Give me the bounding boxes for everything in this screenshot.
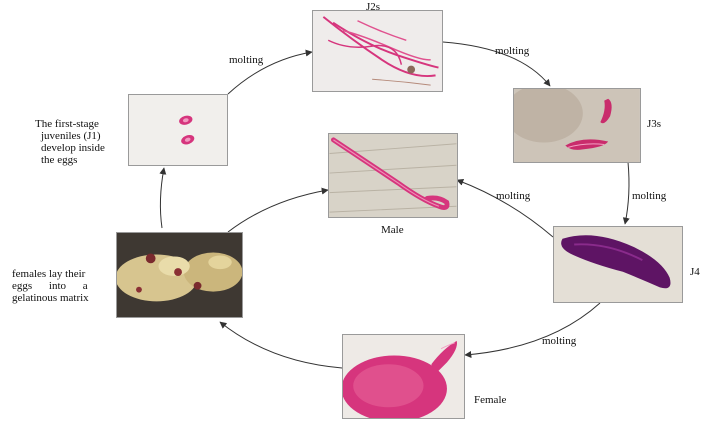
label-female: Female — [474, 394, 506, 407]
photo-male — [328, 133, 458, 218]
note-j1-line1: The first-stage — [35, 118, 105, 130]
arrow-eggs-to-j1 — [160, 168, 164, 228]
photo-female — [342, 334, 465, 419]
arrow-eggs-to-male — [228, 190, 328, 232]
note-j1-line3: develop inside — [35, 142, 105, 154]
label-molting-j2-j3: molting — [495, 45, 529, 58]
note-j1: The first-stage juveniles (J1) develop i… — [35, 118, 105, 166]
label-j2s: J2s — [366, 1, 380, 14]
arrow-j3s-to-j4 — [625, 162, 629, 224]
arrow-female-to-eggs — [220, 322, 342, 368]
label-male: Male — [381, 224, 404, 237]
photo-j4 — [553, 226, 683, 303]
note-j1-line2: juveniles (J1) — [35, 130, 105, 142]
note-eggs: females lay their eggs into a gelatinous… — [12, 268, 89, 304]
note-eggs-line3: gelatinous matrix — [12, 292, 89, 304]
photo-j2s — [312, 10, 443, 92]
label-molting-j1-j2: molting — [229, 54, 263, 67]
label-molting-j3-j4: molting — [632, 190, 666, 203]
photo-egg-mass — [116, 232, 243, 318]
note-eggs-line1: females lay their — [12, 268, 89, 280]
arrow-j4-to-female — [465, 303, 600, 355]
photo-j3s — [513, 88, 641, 163]
label-molting-j4-female: molting — [542, 335, 576, 348]
label-j3s: J3s — [647, 118, 661, 131]
photo-j1-eggs — [128, 94, 228, 166]
label-molting-j4-male: molting — [496, 190, 530, 203]
arrow-j4-to-male — [457, 180, 553, 237]
note-eggs-line2: eggs into a — [12, 280, 89, 292]
label-j4: J4 — [690, 266, 700, 279]
note-j1-line4: the eggs — [35, 154, 105, 166]
